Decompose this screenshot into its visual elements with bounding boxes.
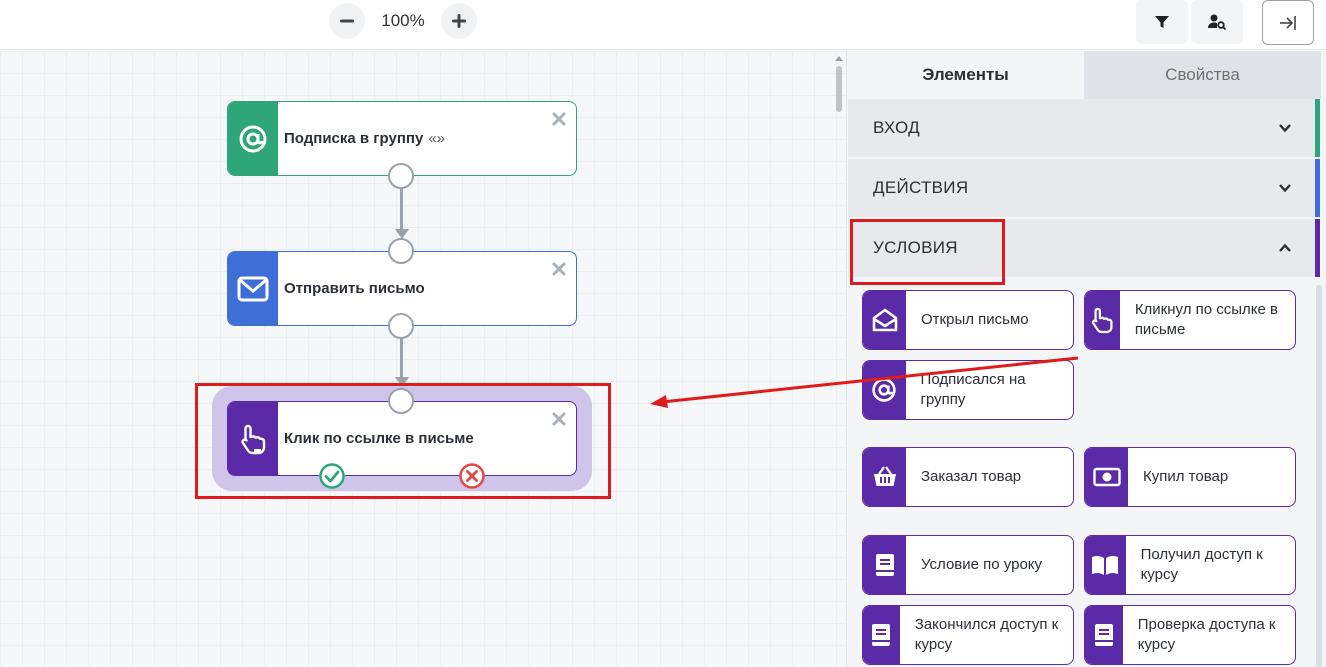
connector-line <box>400 339 403 379</box>
condition-lesson[interactable]: Условие по уроку <box>862 535 1074 595</box>
collapse-panel-button[interactable] <box>1262 0 1314 45</box>
condition-check-course-access[interactable]: Проверка доступа к курсу <box>1084 605 1296 665</box>
tab-properties[interactable]: Свойства <box>1084 51 1321 99</box>
panel-tabs: Элементы Свойства <box>847 51 1321 99</box>
canvas-scroll-up[interactable] <box>835 56 843 61</box>
zoom-level: 100% <box>381 11 425 30</box>
arrow-to-right-icon <box>1280 15 1296 30</box>
condition-label: Закончился доступ к курсу <box>914 616 1059 653</box>
section-color-stripe <box>1315 159 1320 217</box>
book-icon <box>875 554 894 576</box>
user-search-icon <box>1208 14 1227 31</box>
section-color-stripe <box>1315 219 1320 277</box>
zoom-in-button[interactable] <box>441 3 477 39</box>
minus-icon <box>340 19 354 23</box>
at-icon <box>239 125 267 152</box>
section-actions[interactable]: ДЕЙСТВИЯ <box>848 159 1320 217</box>
node-icon-box <box>228 402 278 475</box>
annotation-arrow <box>650 356 1079 408</box>
node-title: Подписка в группу «» <box>284 130 446 147</box>
section-color-stripe <box>1315 99 1320 157</box>
basket-icon <box>873 466 896 486</box>
envelope-icon <box>237 276 269 301</box>
book-icon <box>872 624 891 646</box>
pointer-hand-icon <box>1092 307 1113 334</box>
condition-opened-email[interactable]: Открыл письмо <box>862 290 1074 350</box>
pointer-hand-icon <box>241 424 266 454</box>
x-circle-icon[interactable] <box>458 462 486 490</box>
section-conditions[interactable]: УСЛОВИЯ <box>848 219 1320 277</box>
open-book-icon <box>1092 555 1119 575</box>
condition-label: Заказал товар <box>921 468 1022 485</box>
condition-label: Проверка доступа к курсу <box>1137 616 1276 653</box>
top-toolbar: 100% <box>0 0 1326 50</box>
close-icon[interactable] <box>552 112 566 126</box>
workflow-node-link-click[interactable]: Клик по ссылке в письме <box>227 401 577 476</box>
section-entry[interactable]: ВХОД <box>848 99 1320 157</box>
input-port[interactable] <box>388 388 414 414</box>
book-icon <box>1094 624 1113 646</box>
output-port[interactable] <box>388 163 414 189</box>
check-circle-icon[interactable] <box>318 462 346 490</box>
condition-label: Условие по уроку <box>921 556 1043 573</box>
condition-label: Подписался на группу <box>920 371 1026 408</box>
user-search-button[interactable] <box>1191 0 1243 44</box>
input-port[interactable] <box>388 238 414 264</box>
tab-elements[interactable]: Элементы <box>847 51 1084 99</box>
annotation-frame-node <box>195 383 611 499</box>
section-label: УСЛОВИЯ <box>873 238 958 257</box>
plus-icon <box>452 14 466 28</box>
node-title: Клик по ссылке в письме <box>284 430 474 447</box>
condition-clicked-link[interactable]: Кликнул по ссылке в письме <box>1084 290 1296 350</box>
node-icon-box <box>228 102 278 175</box>
chevron-down-icon <box>1279 124 1291 133</box>
filter-button[interactable] <box>1136 0 1188 44</box>
condition-got-course-access[interactable]: Получил доступ к курсу <box>1084 535 1296 595</box>
node-title: Отправить письмо <box>284 280 425 297</box>
condition-bought-product[interactable]: Купил товар <box>1084 447 1296 507</box>
filter-icon <box>1155 16 1169 28</box>
section-label: ДЕЙСТВИЯ <box>873 178 969 197</box>
chevron-down-icon <box>1279 184 1291 193</box>
condition-label: Открыл письмо <box>921 311 1029 328</box>
output-port[interactable] <box>388 313 414 339</box>
workflow-canvas[interactable] <box>0 51 846 667</box>
node-icon-box <box>228 252 278 325</box>
chevron-up-icon <box>1279 243 1291 252</box>
money-icon <box>1092 467 1121 487</box>
canvas-scrollbar[interactable] <box>836 66 842 112</box>
open-envelope-icon <box>872 308 897 332</box>
close-icon[interactable] <box>552 412 566 426</box>
connector-line <box>400 189 403 231</box>
condition-ordered-product[interactable]: Заказал товар <box>862 447 1074 507</box>
condition-label: Получил доступ к курсу <box>1140 546 1263 583</box>
condition-label: Купил товар <box>1143 468 1229 485</box>
connector-arrow <box>395 377 409 387</box>
condition-label: Кликнул по ссылке в письме <box>1134 301 1278 338</box>
panel-scrollbar[interactable] <box>1316 285 1322 667</box>
workflow-node-subscribe[interactable]: Подписка в группу «» <box>227 101 577 176</box>
close-icon[interactable] <box>552 262 566 276</box>
connector-arrow <box>395 229 409 239</box>
zoom-out-button[interactable] <box>329 3 365 39</box>
condition-course-access-ended[interactable]: Закончился доступ к курсу <box>862 605 1074 665</box>
section-label: ВХОД <box>873 118 920 137</box>
annotation-frame-conditions <box>850 219 1005 285</box>
